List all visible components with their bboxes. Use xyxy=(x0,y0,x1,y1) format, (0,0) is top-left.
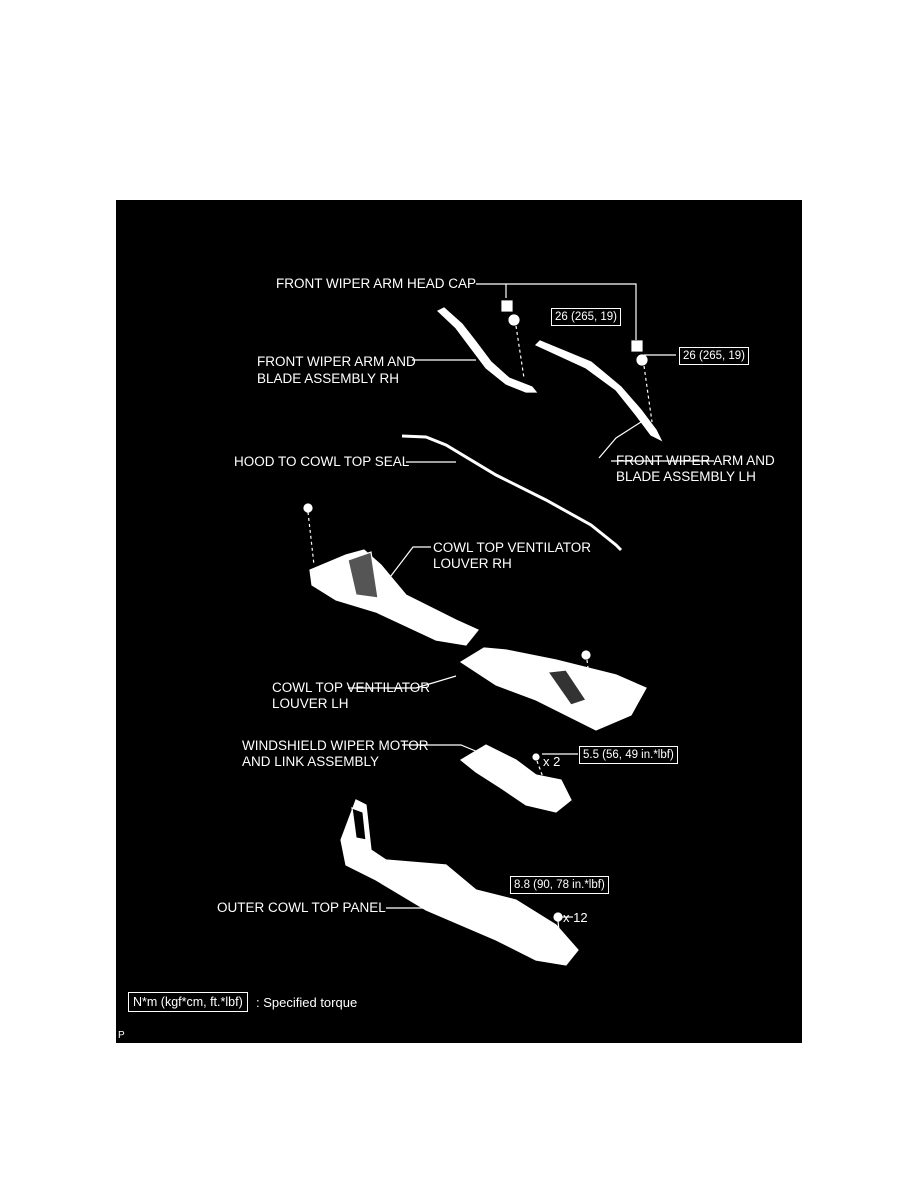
corner-mark: P xyxy=(118,1030,125,1041)
qty-motor-bolt: x 2 xyxy=(543,754,561,769)
label-outer-panel: OUTER COWL TOP PANEL xyxy=(217,900,386,915)
label-arm-rh-1: FRONT WIPER ARM AND xyxy=(257,354,416,369)
head-cap-rh xyxy=(501,300,525,379)
label-louver-lh-2: LOUVER LH xyxy=(272,696,349,711)
label-arm-lh-2: BLADE ASSEMBLY LH xyxy=(616,469,756,484)
label-louver-lh-1: COWL TOP VENTILATOR xyxy=(272,680,431,695)
label-head-cap: FRONT WIPER ARM HEAD CAP xyxy=(276,276,477,291)
torque-nut-rh: 26 (265, 19) xyxy=(551,308,622,326)
louver-lh xyxy=(459,647,647,731)
wiper-arm-lh xyxy=(534,340,663,442)
torque-nut-lh: 26 (265, 19) xyxy=(679,347,750,365)
torque-motor-bolt: 5.5 (56, 49 in.*lbf) xyxy=(579,746,678,764)
hood-seal xyxy=(401,434,623,552)
louver-rh xyxy=(303,503,479,646)
head-cap-lh xyxy=(631,340,653,423)
label-arm-rh-2: BLADE ASSEMBLY RH xyxy=(257,371,400,386)
label-louver-rh-1: COWL TOP VENTILATOR xyxy=(433,540,592,555)
leader-lines xyxy=(348,283,714,918)
label-louver-rh-2: LOUVER RH xyxy=(433,556,512,571)
label-motor-2: AND LINK ASSEMBLY xyxy=(242,754,380,769)
torque-panel-bolt: 8.8 (90, 78 in.*lbf) xyxy=(510,876,609,894)
qty-panel-bolt: x 12 xyxy=(563,910,588,925)
diagram-panel: FRONT WIPER ARM HEAD CAP 26 (265, 19) 26… xyxy=(116,200,802,1043)
label-motor-1: WINDSHIELD WIPER MOTOR xyxy=(242,738,429,753)
wiper-arm-rh xyxy=(436,307,538,393)
wiper-motor-link xyxy=(459,744,572,813)
legend-description: : Specified torque xyxy=(256,995,358,1010)
label-arm-lh-1: FRONT WIPER ARM AND xyxy=(616,453,775,468)
outer-cowl-panel xyxy=(340,799,579,966)
label-hood-seal: HOOD TO COWL TOP SEAL xyxy=(234,454,410,469)
parts-illustration xyxy=(303,283,714,966)
legend-unit-box: N*m (kgf*cm, ft.*lbf) xyxy=(128,992,248,1012)
